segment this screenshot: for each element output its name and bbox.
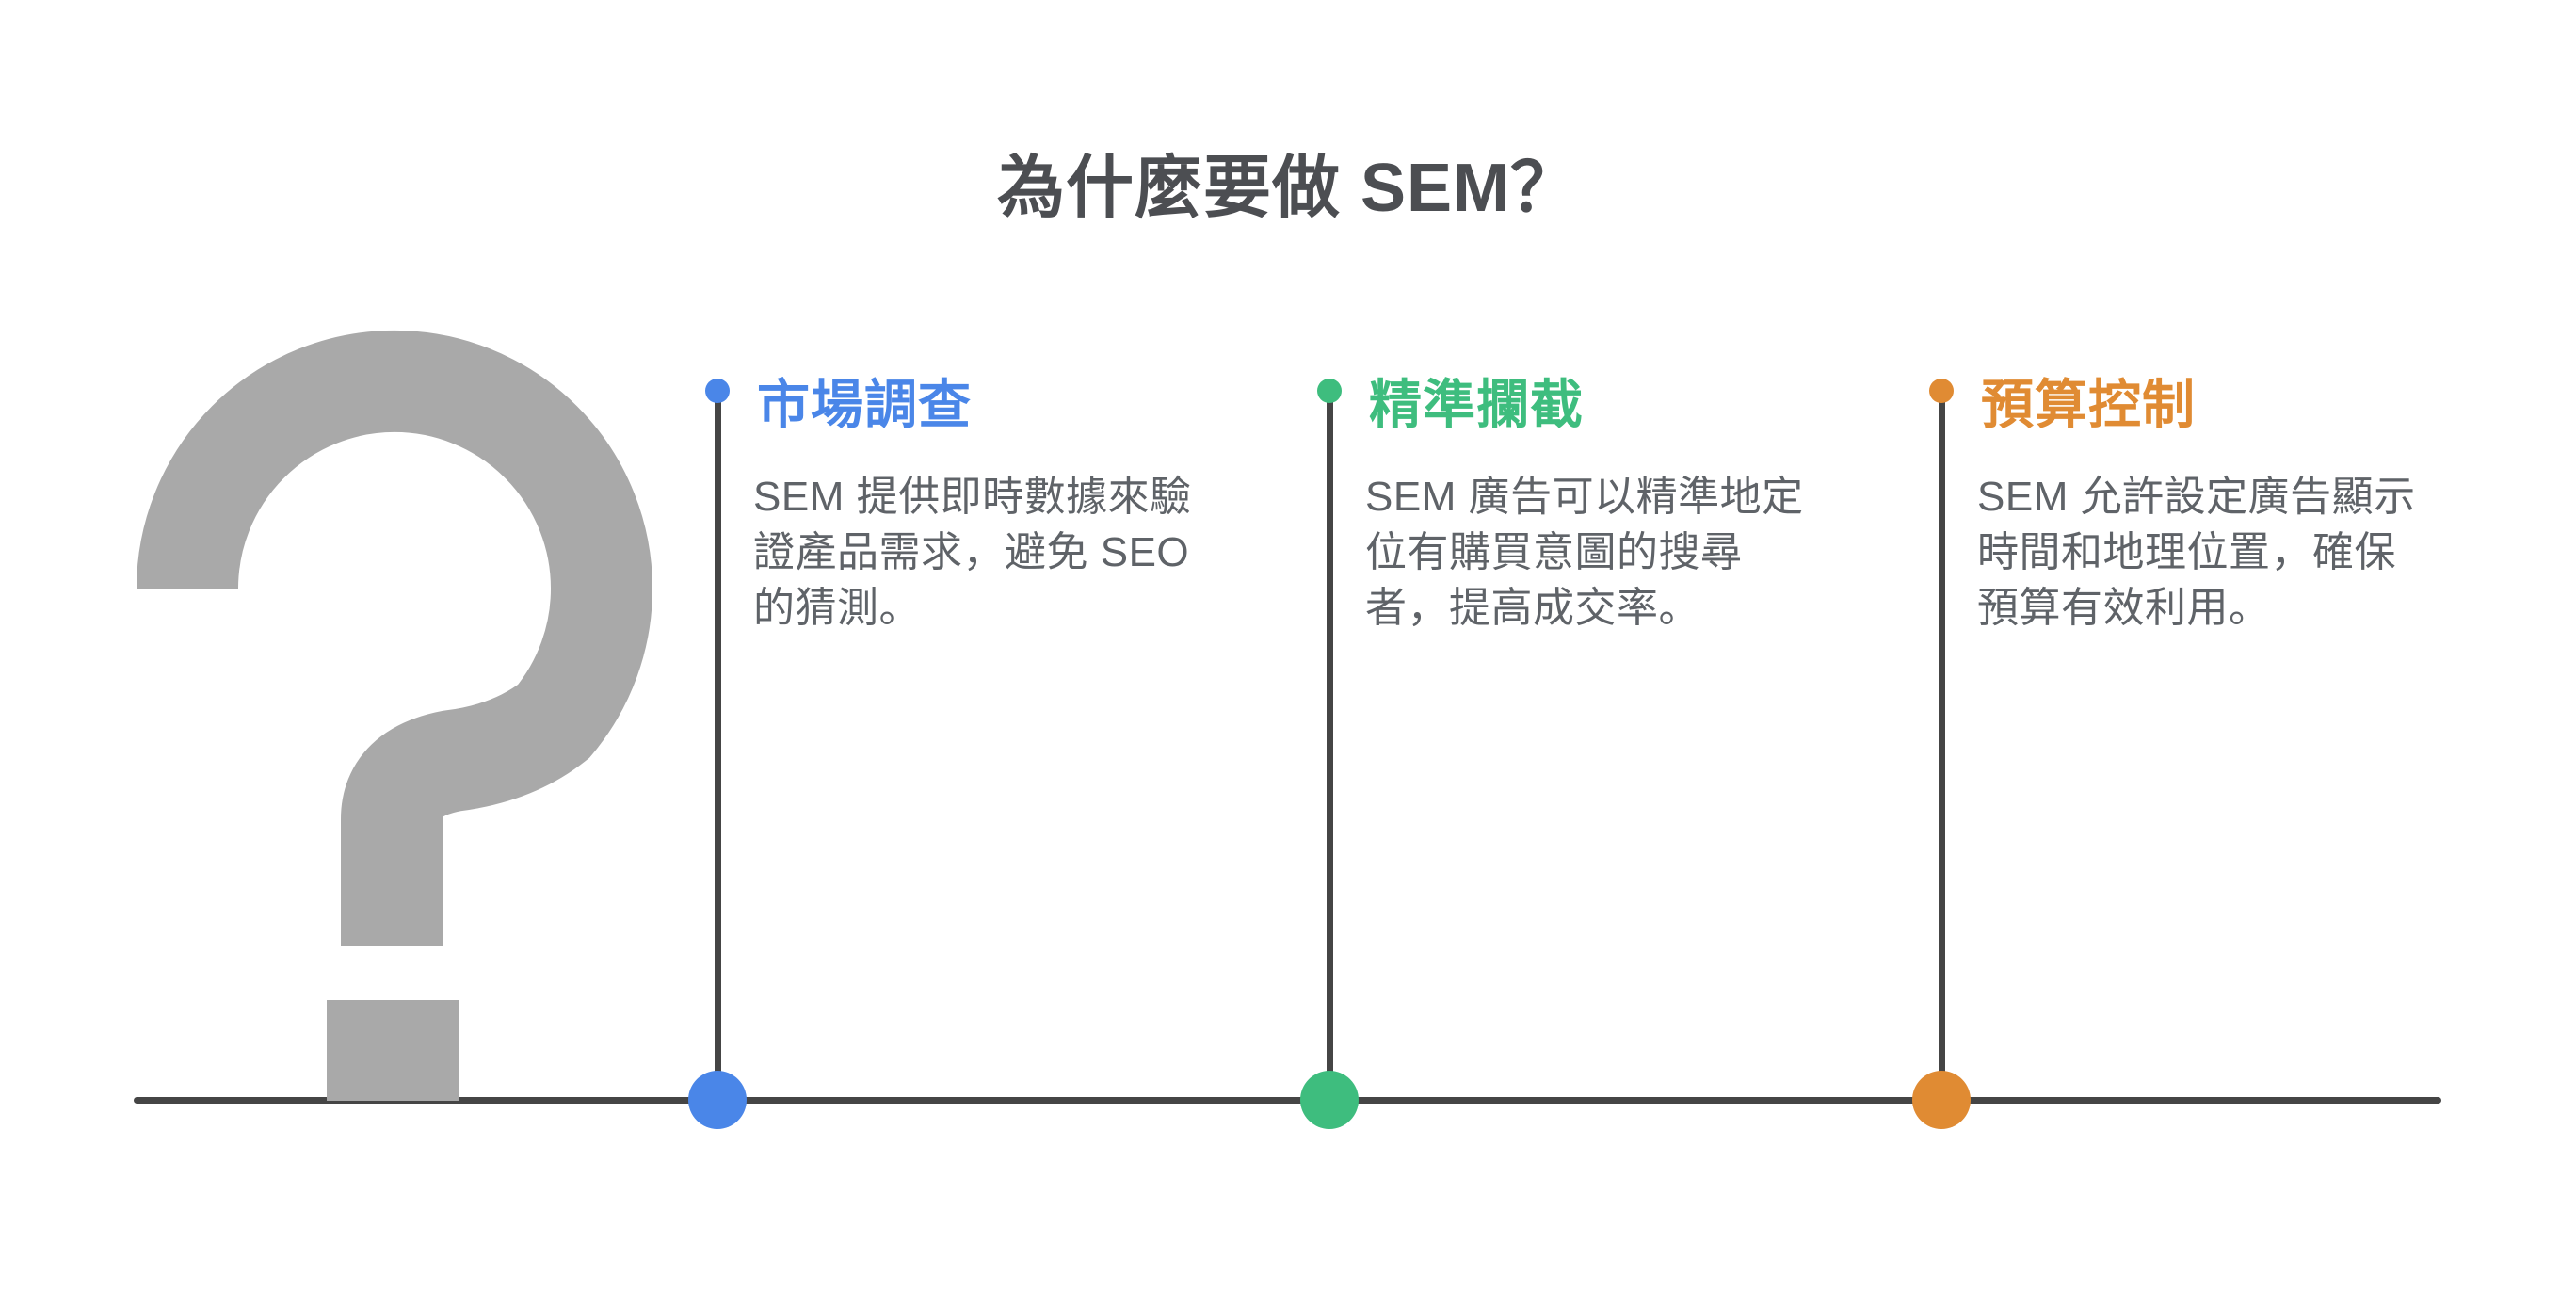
column-body: SEM 廣告可以精準地定 位有購買意圖的搜尋 者，提高成交率。 (1365, 469, 1804, 636)
page-title: 為什麼要做 SEM？ (996, 151, 1580, 226)
column-heading: 市場調查 (757, 375, 972, 434)
connector-line (1327, 391, 1333, 1100)
column-body: SEM 提供即時數據來驗 證產品需求，避免 SEO 的猜測。 (753, 469, 1192, 636)
column-body: SEM 允許設定廣告顯示 時間和地理位置，確保 預算有效利用。 (1977, 469, 2416, 636)
column-body-line: SEM 提供即時數據來驗 (753, 474, 1192, 520)
timeline-dot (1912, 1071, 1971, 1129)
column-body-line: 的猜測。 (753, 585, 921, 631)
column-body-line: 者，提高成交率。 (1365, 585, 1700, 631)
column-body-line: 時間和地理位置，確保 (1977, 529, 2396, 575)
bullet-dot (1929, 379, 1954, 403)
bullet-dot (705, 379, 730, 403)
timeline-dot (1300, 1071, 1359, 1129)
timeline-dot (688, 1071, 747, 1129)
column-body-line: 位有購買意圖的搜尋 (1365, 529, 1743, 575)
column-body-line: 證產品需求，避免 SEO (753, 529, 1190, 575)
column-heading: 預算控制 (1981, 375, 2196, 434)
column-body-line: 預算有效利用。 (1977, 585, 2271, 631)
column-body-line: SEM 允許設定廣告顯示 (1977, 474, 2416, 520)
timeline-line (134, 1097, 2441, 1104)
question-mark-hook (137, 331, 653, 946)
column-heading: 精準攔截 (1369, 375, 1584, 434)
column-body-line: SEM 廣告可以精準地定 (1365, 474, 1804, 520)
bullet-dot (1317, 379, 1342, 403)
connector-line (715, 391, 721, 1100)
connector-line (1939, 391, 1945, 1100)
question-mark-dot (327, 1000, 459, 1101)
